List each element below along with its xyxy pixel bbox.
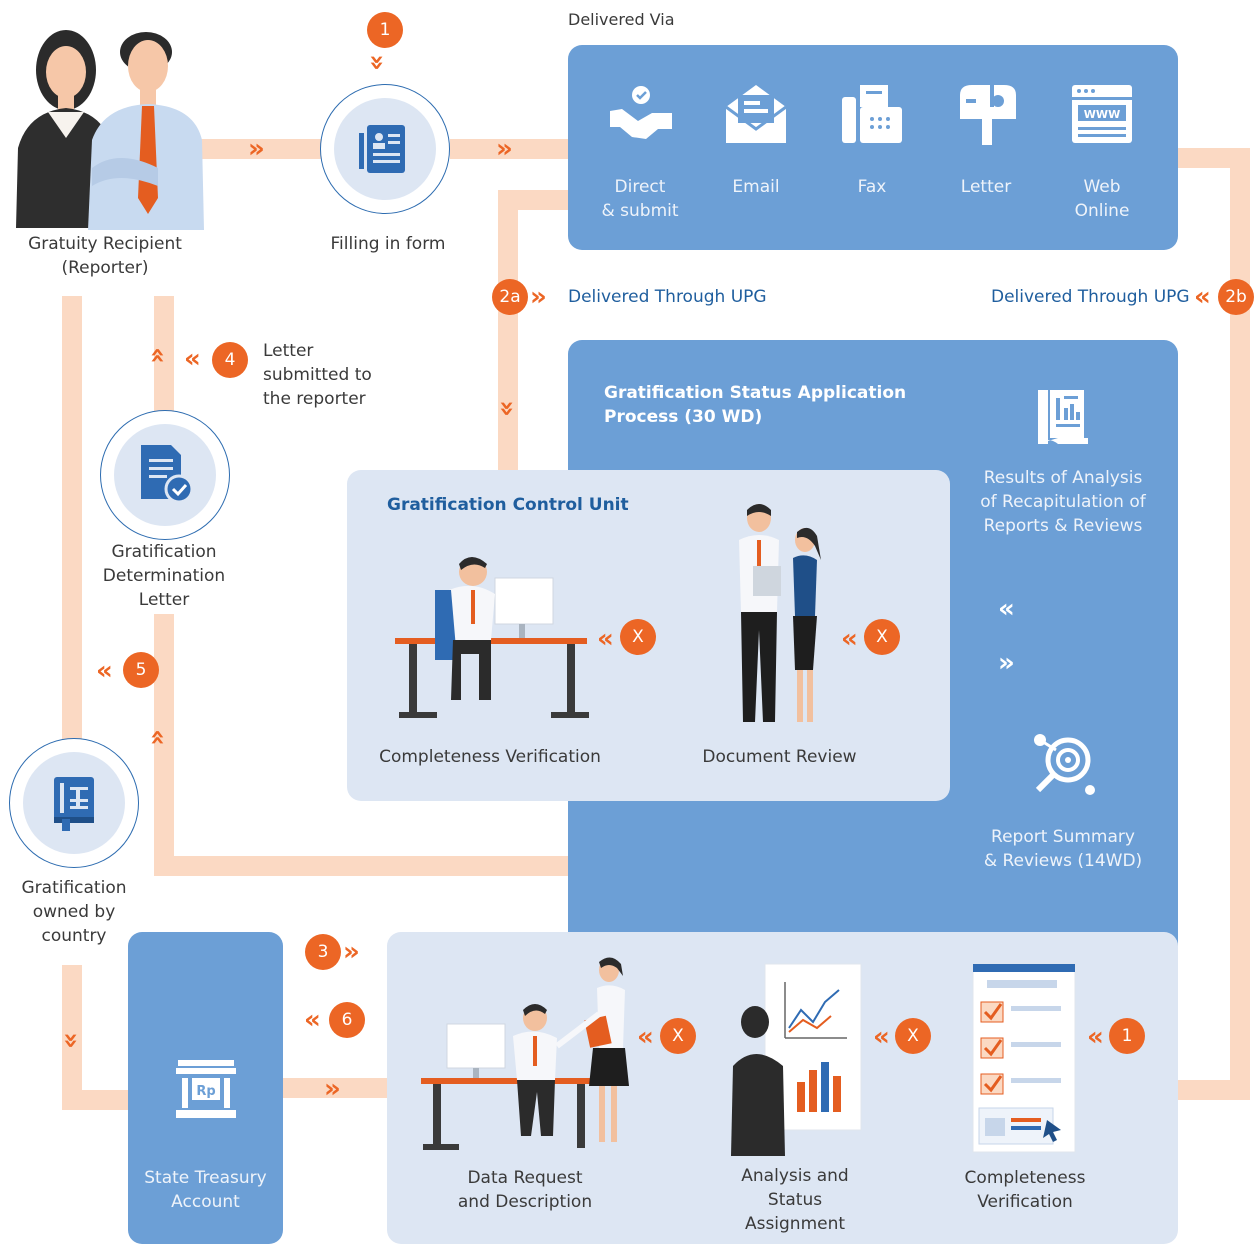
report-analysis-icon [1038,390,1088,444]
delivery-method-web: Web Online [1074,177,1130,221]
data-request-illustration [421,957,629,1150]
step-badge-5: 5 [123,652,159,688]
bottom-process-panel: Data Request and Description « X Analysi… [387,932,1178,1244]
completeness-verification-label: Completeness Verification [379,747,601,767]
step-badge-6: 6 [329,1002,365,1038]
path-2b-vertical [1230,148,1250,1100]
path-return-from-process [154,856,568,876]
step-badge-3: 3 [305,934,341,970]
report-summary-label: Report Summary & Reviews (14WD) [983,827,1143,871]
chevron-left-icon: « [184,344,201,374]
chevron-right-icon: » [248,134,265,164]
results-of-analysis-label: Results of Analysis of Recapitulation of… [980,468,1146,536]
target-analysis-icon [1034,734,1095,795]
chevron-left-icon: « [873,1022,890,1052]
chevron-up-icon: » [141,736,172,746]
treasury-label: State Treasury Account [144,1168,267,1212]
step-badge-1-top: 1 [367,12,403,48]
delivery-method-fax: Fax [857,177,887,197]
path-2b-bottom [1178,1080,1250,1100]
delivery-method-email: Email [732,177,780,197]
step-badge-2a: 2a [492,279,528,315]
delivery-method-letter: Letter [960,177,1012,197]
chevron-left-icon: « [998,594,1015,624]
book-icon [54,777,94,831]
chevron-left-icon: « [841,624,858,654]
delivery-methods-panel: WWW Direct & submit Email Fax Letter Web… [568,45,1178,250]
chevron-right-icon: » [343,937,360,967]
x-badge-unit-left: X [620,619,656,655]
chevron-right-icon: » [324,1074,341,1104]
reporter-label: Gratuity Recipient (Reporter) [28,234,182,278]
chevron-right-icon: » [998,648,1015,678]
path-treasury-to-bottom [283,1078,387,1098]
delivery-heading: Delivered Via [568,10,675,29]
analysis-label: Analysis and Status Assignment [741,1166,849,1234]
chevron-up-icon: » [141,354,172,364]
chevron-left-icon: « [1194,282,1211,312]
chevron-left-icon: « [637,1022,654,1052]
path-reporter-to-form [200,139,322,159]
completeness-verification-bottom-label: Completeness Verification [964,1168,1086,1212]
path-owned-to-treasury [62,1090,128,1110]
path-left-outer [62,296,82,758]
chevron-left-icon: « [304,1005,321,1035]
upg-label-right: Delivered Through UPG [991,287,1190,307]
gratification-control-unit-panel: Gratification Control Unit Completeness … [347,470,950,801]
chevron-right-icon: » [530,282,547,312]
document-review-label: Document Review [702,747,857,767]
x-badge-bottom-right: X [895,1018,931,1054]
x-badge-unit-right: X [864,619,900,655]
desk-worker-illustration [395,557,589,718]
rp-badge: Rp [196,1084,215,1099]
delivery-method-direct: Direct & submit [601,177,679,221]
chevron-down-icon: » [491,400,522,410]
state-treasury-panel: Rp State Treasury Account [128,932,283,1244]
path-left-inner [154,296,174,418]
handshake-icon [610,86,672,139]
chevron-left-icon: « [96,656,113,686]
reporter-people-illustration [16,30,204,230]
path-form-to-delivery [450,139,570,159]
checklist-illustration [972,963,1076,1153]
form-circle [320,84,450,214]
data-request-label: Data Request and Description [457,1168,593,1212]
x-badge-bottom-left: X [660,1018,696,1054]
letter-note: Letter submitted to the reporter [263,341,372,409]
analysis-chart-illustration [731,963,862,1156]
bank-icon: Rp [176,1060,236,1118]
step-badge-2b: 2b [1218,279,1254,315]
document-review-illustration [739,504,821,722]
owned-by-country-circle [9,738,139,868]
svg-text:WWW: WWW [1084,108,1120,121]
process-title: Gratification Status Application Process… [604,383,907,427]
path-owned-down [62,965,82,1110]
path-2a-vertical [498,190,518,472]
form-icon [359,125,405,173]
chevron-down-icon: » [55,1032,86,1042]
path-left-inner-lower [154,614,174,876]
upg-label-left: Delivered Through UPG [568,287,767,307]
form-label: Filling in form [330,234,446,254]
envelope-icon [725,85,787,143]
determination-letter-circle [100,410,230,540]
determination-letter-label: Gratification Determination Letter [102,542,226,610]
chevron-left-icon: « [597,624,614,654]
owned-by-country-label: Gratification owned by country [21,878,127,946]
control-unit-title: Gratification Control Unit [387,495,629,515]
document-check-icon [141,445,194,504]
chevron-left-icon: « [1087,1022,1104,1052]
step-badge-4: 4 [212,342,248,378]
fax-icon [842,85,902,143]
step-badge-1-bottom: 1 [1109,1018,1145,1054]
chevron-down-icon: » [361,54,392,64]
mailbox-icon [960,85,1016,145]
browser-www-icon: WWW [1072,85,1132,143]
chevron-right-icon: » [496,134,513,164]
